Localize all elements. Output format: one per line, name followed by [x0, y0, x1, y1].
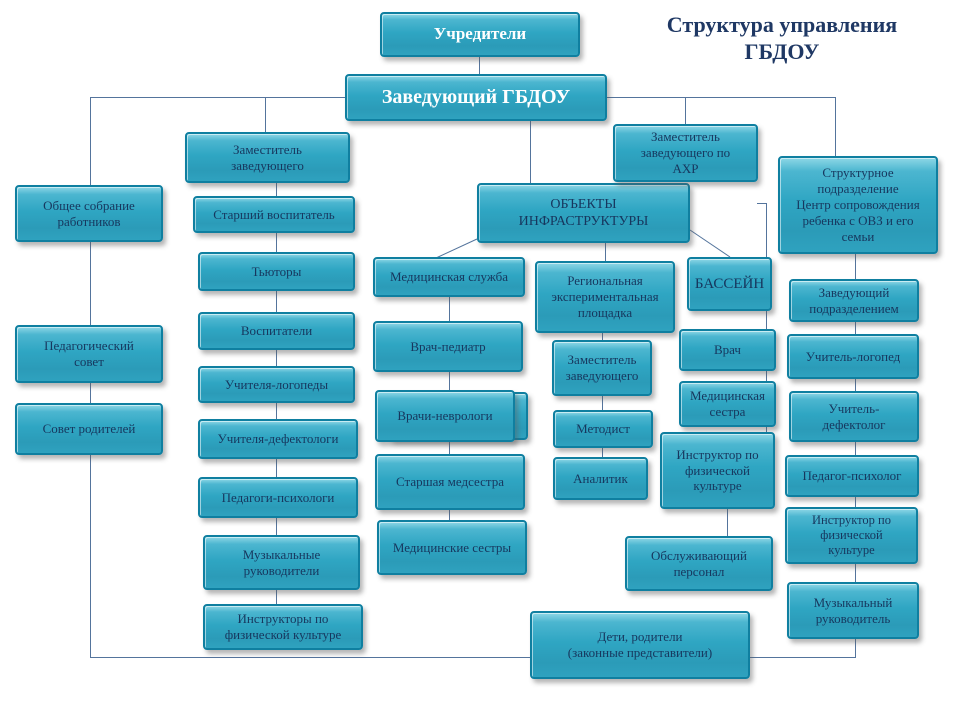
connector-line [855, 497, 856, 507]
node-educators: Воспитатели [198, 312, 355, 350]
connector-line [276, 459, 277, 477]
node-unit-music-director: Музыкальный руководитель [787, 582, 919, 639]
connector-line [276, 350, 277, 366]
node-infrastructure: ОБЪЕКТЫ ИНФРАСТРУКТУРЫ [477, 183, 690, 243]
connector-line [855, 322, 856, 334]
connector-line [90, 455, 91, 657]
node-deputy-head: Заместитель заведующего [185, 132, 350, 183]
connector-line [265, 97, 266, 132]
node-speech-teachers: Учителя-логопеды [198, 366, 355, 403]
connector-line [855, 254, 856, 279]
connector-line [276, 291, 277, 312]
node-founders: Учредители [380, 12, 580, 57]
connector-line [90, 97, 91, 185]
connector-line [685, 97, 686, 124]
connector-line [276, 590, 277, 604]
node-pe-instructors: Инструкторы по физической культуре [203, 604, 363, 650]
node-psychologists: Педагоги-психологи [198, 477, 358, 518]
connector-line [449, 297, 450, 321]
connector-line [602, 333, 603, 340]
connector-line [855, 379, 856, 391]
node-ped-council: Педагогический совет [15, 325, 163, 383]
connector-line [90, 383, 91, 403]
node-struct-unit: Структурное подразделение Центр сопровож… [778, 156, 938, 254]
node-ahr-deputy: Заместитель заведующего по АХР [613, 124, 758, 182]
connector-line [449, 372, 450, 390]
node-senior-educator: Старший воспитатель [193, 196, 355, 233]
page-title: Структура управления ГБДОУ [666, 11, 898, 65]
connector-line [766, 203, 767, 437]
connector-line [90, 657, 530, 658]
node-parents-council: Совет родителей [15, 403, 163, 455]
connector-line [449, 442, 450, 454]
connector-line [449, 510, 450, 520]
node-nurses: Медицинские сестры [377, 520, 527, 575]
connector-line [727, 509, 728, 536]
node-med-service: Медицинская служба [373, 257, 525, 297]
connector-line [276, 183, 277, 196]
node-service-staff: Обслуживающий персонал [625, 536, 773, 591]
connector-line [757, 203, 766, 204]
node-deputy-head-2: Заместитель заведующего [552, 340, 652, 396]
node-tutors: Тьюторы [198, 252, 355, 291]
connector-line [750, 657, 856, 658]
connector-line [276, 403, 277, 419]
connector-line [602, 448, 603, 457]
node-pediatrician: Врач-педиатр [373, 321, 523, 372]
connector-line [276, 233, 277, 252]
node-unit-pe-instructor: Инструктор по физической культуре [785, 507, 918, 564]
node-unit-psychologist: Педагог-психолог [785, 455, 919, 497]
node-children: Дети, родители (законные представители) [530, 611, 750, 679]
connector-line [835, 97, 836, 156]
node-pool-doctor: Врач [679, 329, 776, 371]
node-head: Заведующий ГБДОУ [345, 74, 607, 121]
connector-line [602, 396, 603, 410]
node-general-meeting: Общее собрание работников [15, 185, 163, 242]
connector-line [855, 564, 856, 582]
node-methodist: Методист [553, 410, 653, 448]
node-head-nurse: Старшая медсестра [375, 454, 525, 510]
connector-line [855, 639, 856, 657]
connector-line [276, 518, 277, 535]
connector-line [855, 442, 856, 455]
node-regional-site: Региональная экспериментальная площадка [535, 261, 675, 333]
connector-line [605, 243, 606, 261]
connector-line [530, 121, 531, 183]
node-music-directors: Музыкальные руководители [203, 535, 360, 590]
node-neurologists: Врачи-неврологи [375, 390, 515, 442]
node-unit-defectologist: Учитель- дефектолог [789, 391, 919, 442]
node-pool-pe-instructor: Инструктор по физической культуре [660, 432, 775, 509]
node-unit-head: Заведующий подразделением [789, 279, 919, 322]
node-analyst: Аналитик [553, 457, 648, 500]
connector-line [479, 57, 480, 76]
node-pool-nurse: Медицинская сестра [679, 381, 776, 427]
connector-line [90, 242, 91, 325]
node-defect-teachers: Учителя-дефектологи [198, 419, 358, 459]
node-unit-speech-teacher: Учитель-логопед [787, 334, 919, 379]
connector-line [607, 97, 835, 98]
node-pool: БАССЕЙН [687, 257, 772, 311]
connector-line [90, 97, 345, 98]
